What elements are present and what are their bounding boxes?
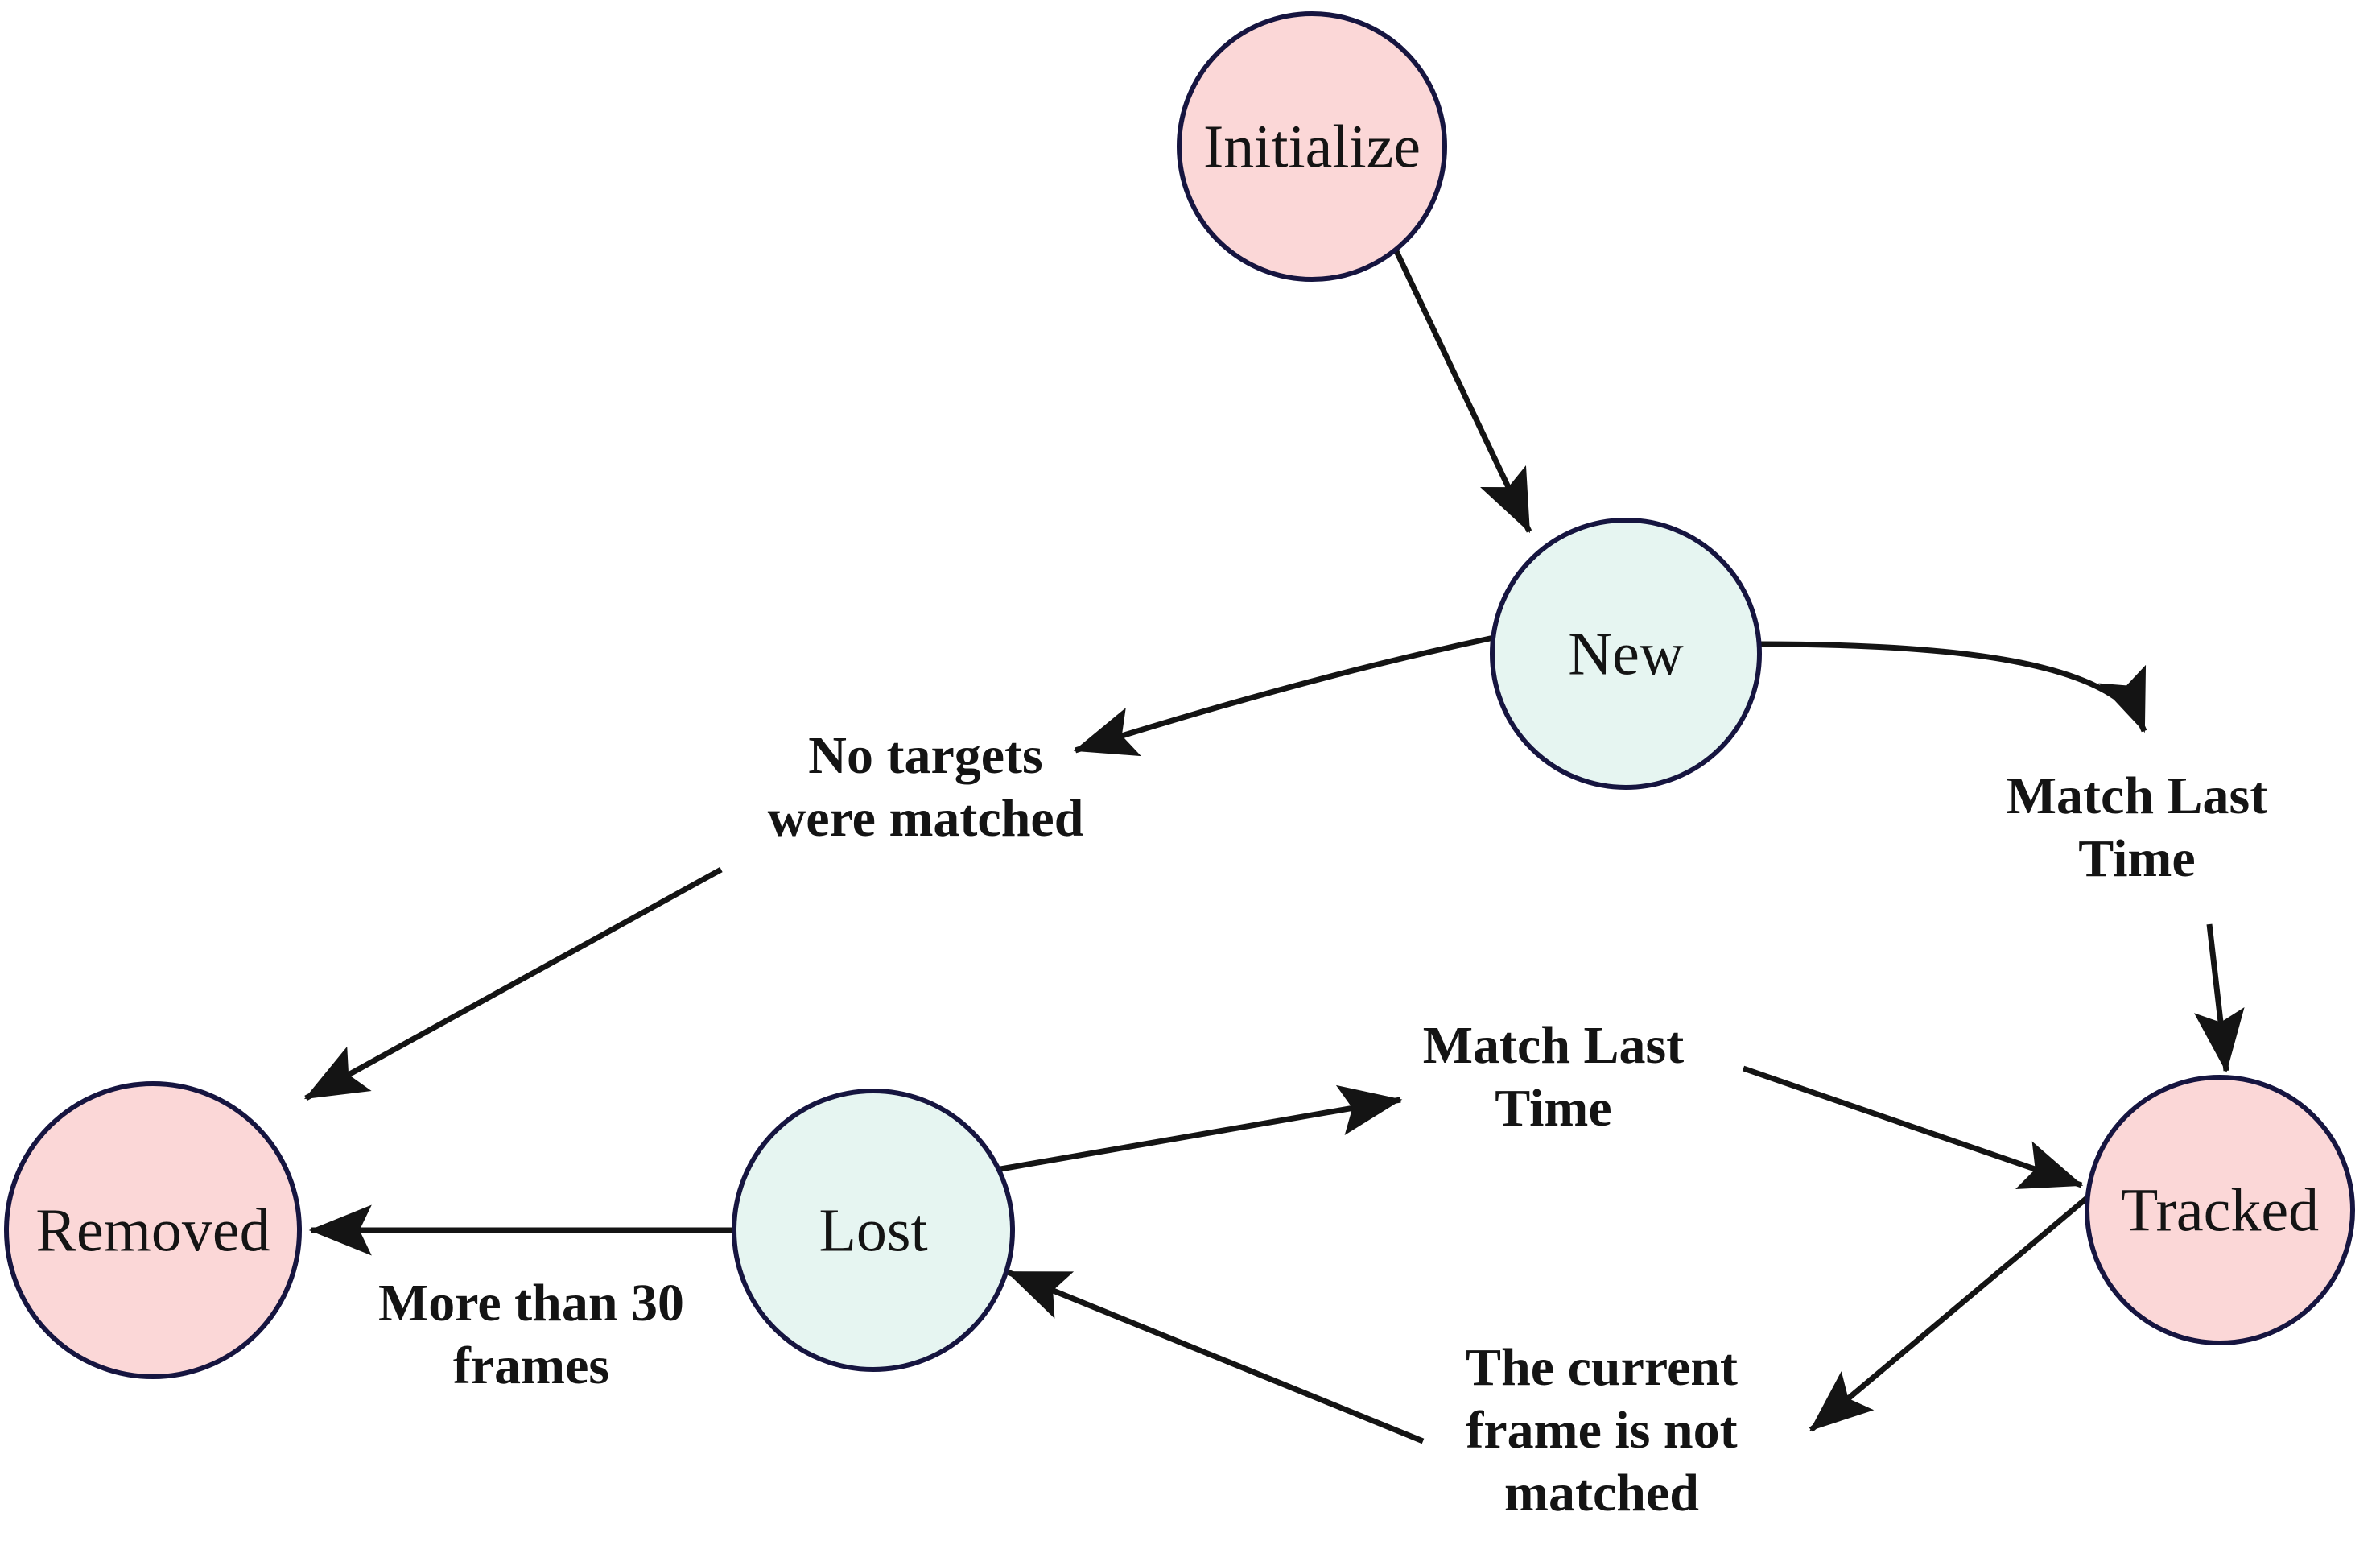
node-new-circle[interactable] bbox=[1490, 518, 1762, 790]
edge-label-current-frame-not-matched: The current frame is not matched bbox=[1466, 1338, 1738, 1522]
edge-label-line: frame is not bbox=[1466, 1401, 1737, 1460]
edge-match-last-time-label-to-tracked bbox=[1742, 1065, 2084, 1190]
edge-label-line: The current bbox=[1466, 1338, 1738, 1397]
edge-new-to-match-last-time-label bbox=[1759, 641, 2147, 733]
node-new[interactable]: New bbox=[1490, 518, 1762, 790]
node-removed-label: Removed bbox=[35, 1196, 270, 1264]
edge-label-line: No targets bbox=[808, 726, 1042, 785]
edge-match-last-time-to-tracked bbox=[2194, 923, 2245, 1073]
edge-label-line: Time bbox=[2078, 829, 2195, 888]
edge-label-line: matched bbox=[1504, 1464, 1699, 1522]
edge-label-no-targets-matched: No targets were matched bbox=[768, 726, 1084, 848]
node-lost[interactable]: Lost bbox=[732, 1089, 1015, 1372]
node-removed[interactable]: Removed bbox=[4, 1081, 302, 1379]
node-tracked[interactable]: Tracked bbox=[2085, 1075, 2355, 1345]
node-lost-label: Lost bbox=[819, 1196, 927, 1264]
edge-label-line: were matched bbox=[768, 789, 1084, 848]
edge-label-line: Time bbox=[1495, 1079, 1611, 1138]
edge-no-targets-label-to-removed bbox=[303, 866, 723, 1101]
node-removed-circle[interactable] bbox=[4, 1081, 302, 1379]
node-tracked-circle[interactable] bbox=[2085, 1075, 2355, 1345]
edge-label-more-than-30-frames: More than 30 frames bbox=[378, 1274, 684, 1395]
edge-label-line: More than 30 bbox=[378, 1274, 684, 1332]
edge-current-frame-label-to-lost bbox=[1005, 1269, 1425, 1444]
edge-initialize-to-new bbox=[1392, 248, 1532, 534]
edge-new-to-no-targets-label bbox=[1073, 634, 1495, 757]
edge-label-line: frames bbox=[453, 1336, 609, 1395]
edge-label-line: Match Last bbox=[2007, 766, 2267, 825]
node-initialize-label: Initialize bbox=[1203, 113, 1421, 180]
edge-lost-to-match-last-time-label bbox=[1000, 1084, 1403, 1172]
node-tracked-label: Tracked bbox=[2121, 1176, 2319, 1244]
edge-tracked-to-current-frame-label bbox=[1809, 1195, 2090, 1432]
edge-label-match-last-time-lost-tracked: Match Last Time bbox=[1423, 1016, 1684, 1138]
node-initialize-circle[interactable] bbox=[1177, 11, 1447, 282]
node-initialize[interactable]: Initialize bbox=[1177, 11, 1447, 282]
edge-label-match-last-time-new-tracked: Match Last Time bbox=[2007, 766, 2267, 888]
node-lost-circle[interactable] bbox=[732, 1089, 1015, 1372]
node-new-label: New bbox=[1568, 620, 1684, 688]
edge-label-line: Match Last bbox=[1423, 1016, 1684, 1075]
